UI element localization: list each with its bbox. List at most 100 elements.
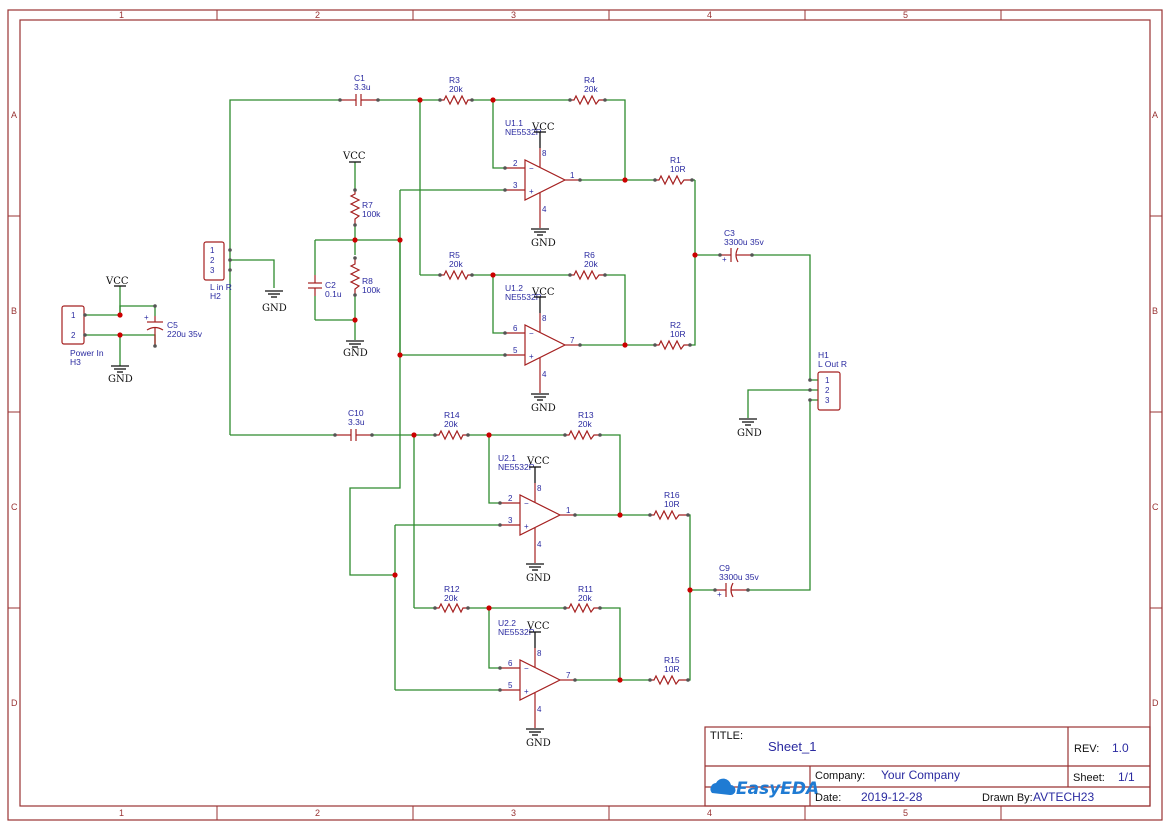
gnd-symbol-u2-1: GND <box>526 563 551 584</box>
resistor-r8[interactable]: R8 100k <box>349 256 381 297</box>
zone-row-a-left: A <box>11 110 17 120</box>
c5-value: 220u 35v <box>167 329 203 339</box>
r12-value: 20k <box>444 593 458 603</box>
svg-text:8: 8 <box>542 314 547 323</box>
capacitor-c1[interactable]: C1 3.3u <box>338 73 380 106</box>
zone-col-2-top: 2 <box>315 10 320 20</box>
opamp-u2-2[interactable]: − + 6 5 7 8 4 U2.2 NE5532P <box>498 618 577 728</box>
svg-text:VCC: VCC <box>105 276 129 287</box>
junction <box>490 97 496 103</box>
svg-text:GND: GND <box>343 348 368 359</box>
resistor-r16[interactable]: R16 10R <box>648 490 690 521</box>
svg-text:GND: GND <box>531 403 556 414</box>
zone-col-2-bottom: 2 <box>315 808 320 818</box>
capacitor-c3[interactable]: + C3 3300u 35v <box>718 228 764 264</box>
svg-text:GND: GND <box>262 303 287 314</box>
vcc-symbol-u2-1: VCC <box>526 456 550 483</box>
svg-text:+: + <box>529 352 534 361</box>
svg-text:3: 3 <box>513 181 518 190</box>
rev-value: 1.0 <box>1112 741 1129 755</box>
svg-text:2: 2 <box>71 331 76 340</box>
resistor-r1[interactable]: R1 10R <box>653 155 694 186</box>
resistor-r12[interactable]: R12 20k <box>433 584 470 614</box>
r8-ref: R8 <box>362 276 373 286</box>
logo-text: EasyEDA <box>736 779 819 799</box>
h1-ref: H1 <box>818 350 829 360</box>
junction <box>397 237 403 243</box>
c9-ref: C9 <box>719 563 730 573</box>
resistor-r2[interactable]: R2 10R <box>653 320 692 351</box>
junction <box>687 587 693 593</box>
resistor-r3[interactable]: R3 20k <box>438 75 474 106</box>
junction <box>352 317 358 323</box>
junctions <box>117 97 698 683</box>
u2-1-ref: U2.1 <box>498 453 516 463</box>
opamp-u1-1[interactable]: − + 2 3 1 8 4 U1.1 NE5532P <box>503 118 582 228</box>
u2-1-value: NE5532P <box>498 462 535 472</box>
sheet-frame <box>7 9 1163 821</box>
r11-ref: R11 <box>578 584 593 594</box>
r1-ref: R1 <box>670 155 681 165</box>
h1-value: L Out R <box>818 359 847 369</box>
capacitor-c9[interactable]: + C9 3300u 35v <box>713 563 759 599</box>
wires <box>85 99 818 691</box>
svg-text:+: + <box>717 590 722 599</box>
zone-row-c-right: C <box>1152 502 1159 512</box>
svg-text:2: 2 <box>210 256 215 265</box>
svg-text:1: 1 <box>825 376 830 385</box>
r4-ref: R4 <box>584 75 595 85</box>
opamp-u1-2[interactable]: − + 6 5 7 8 4 U1.2 NE5532P <box>503 283 582 393</box>
svg-text:5: 5 <box>508 681 513 690</box>
connector-h1[interactable]: 1 2 3 H1 L Out R <box>808 350 847 411</box>
zone-col-3-top: 3 <box>511 10 516 20</box>
u2-2-ref: U2.2 <box>498 618 516 628</box>
resistor-r7[interactable]: R7 100k <box>349 188 381 227</box>
resistor-r15[interactable]: R15 10R <box>648 655 690 686</box>
svg-text:GND: GND <box>531 238 556 249</box>
r5-value: 20k <box>449 259 463 269</box>
resistor-r5[interactable]: R5 20k <box>438 250 474 281</box>
r15-ref: R15 <box>664 655 680 665</box>
svg-text:−: − <box>524 499 529 508</box>
junction <box>622 342 628 348</box>
svg-text:8: 8 <box>542 149 547 158</box>
resistor-r6[interactable]: R6 20k <box>568 250 607 281</box>
gnd-symbol-u1-1: GND <box>531 228 556 249</box>
opamp-u2-1[interactable]: − + 2 3 1 8 4 U2.1 NE5532P <box>498 453 577 563</box>
svg-text:1: 1 <box>210 246 215 255</box>
svg-text:VCC: VCC <box>531 287 555 298</box>
capacitor-c5[interactable]: + C5 220u 35v <box>144 304 203 348</box>
r16-ref: R16 <box>664 490 680 500</box>
resistor-r13[interactable]: R13 20k <box>563 410 602 441</box>
r13-ref: R13 <box>578 410 594 420</box>
svg-text:4: 4 <box>537 705 542 714</box>
c9-value: 3300u 35v <box>719 572 759 582</box>
resistor-r11[interactable]: R11 20k <box>563 584 602 614</box>
junction <box>617 512 623 518</box>
vcc-symbol-u1-1: VCC <box>531 122 555 148</box>
capacitor-c10[interactable]: C10 3.3u <box>333 408 374 441</box>
gnd-symbol-h3: GND <box>108 365 133 385</box>
svg-text:7: 7 <box>566 671 571 680</box>
r3-value: 20k <box>449 84 463 94</box>
c2-ref: C2 <box>325 280 336 290</box>
u1-2-ref: U1.2 <box>505 283 523 293</box>
r6-value: 20k <box>584 259 598 269</box>
junction <box>417 97 423 103</box>
resistor-r14[interactable]: R14 20k <box>433 410 470 441</box>
zone-col-4-top: 4 <box>707 10 712 20</box>
junction <box>622 177 628 183</box>
svg-text:8: 8 <box>537 649 542 658</box>
zone-labels: 1 2 3 4 5 1 2 3 4 5 A B C D A B C D <box>11 10 1159 818</box>
capacitor-c2[interactable]: C2 0.1u <box>308 275 342 299</box>
connector-h3[interactable]: 1 2 Power In H3 <box>61 305 104 367</box>
vcc-symbol-bias: VCC <box>342 151 366 163</box>
connector-h2[interactable]: 1 2 3 L in R H2 <box>203 241 232 301</box>
h3-ref: H3 <box>70 357 81 367</box>
cloud-icon <box>710 778 736 796</box>
gnd-symbol-h2: GND <box>262 290 287 314</box>
resistor-r4[interactable]: R4 20k <box>568 75 607 106</box>
svg-text:−: − <box>529 329 534 338</box>
c3-value: 3300u 35v <box>724 237 764 247</box>
